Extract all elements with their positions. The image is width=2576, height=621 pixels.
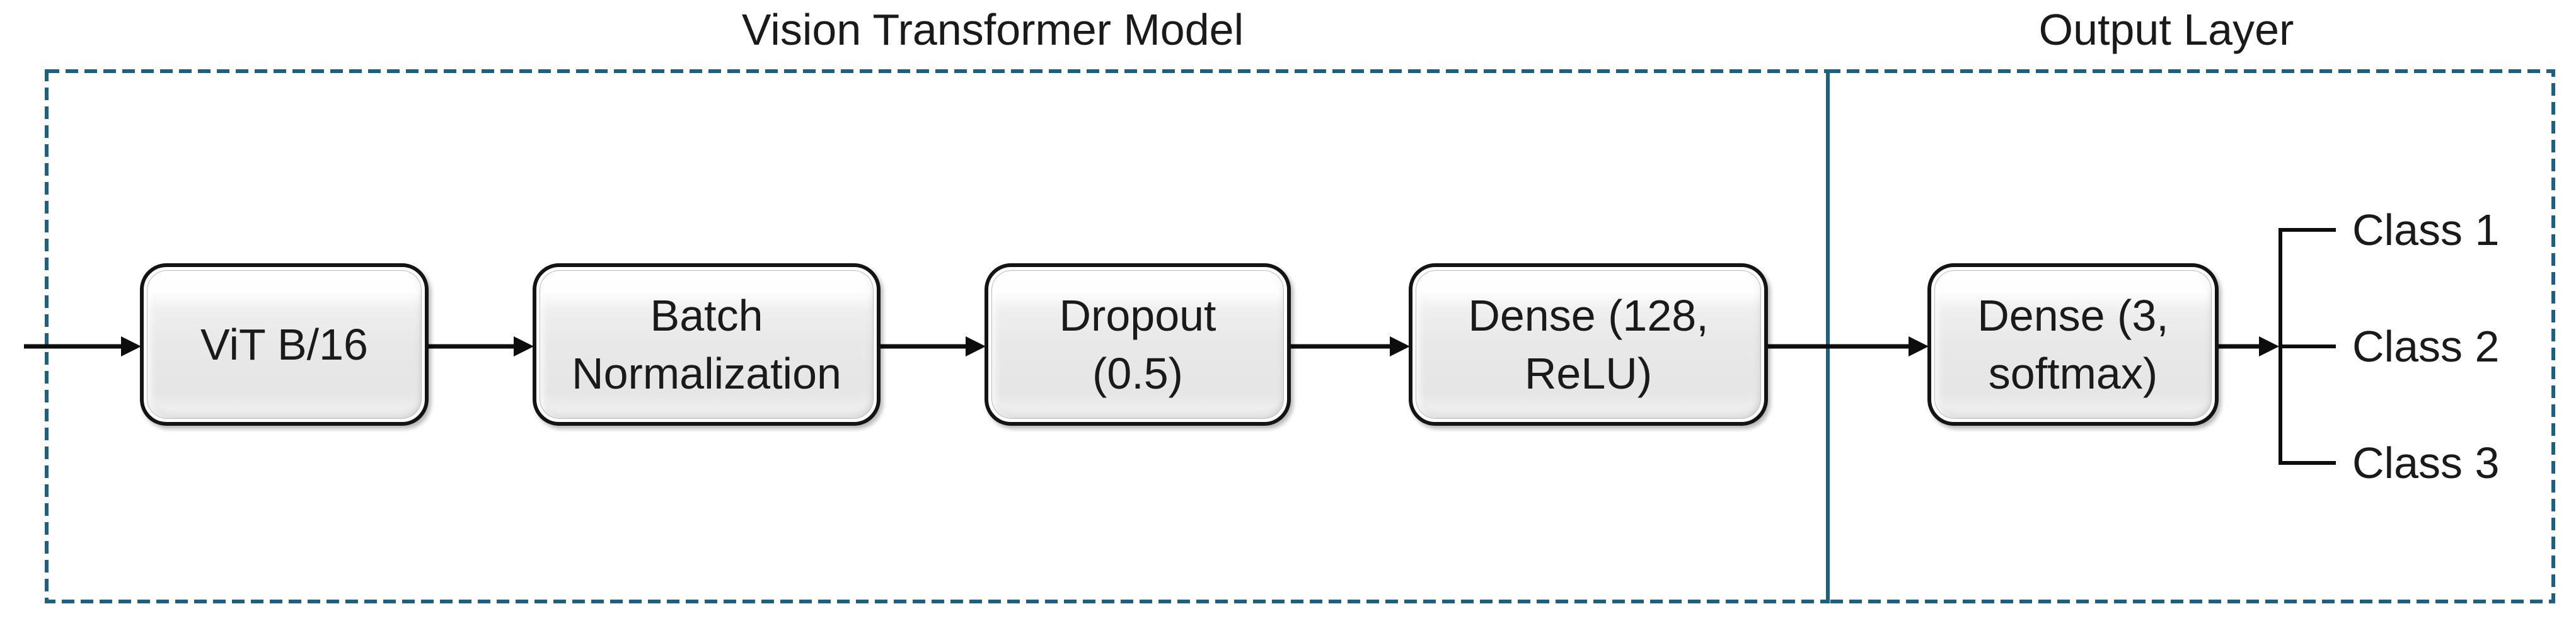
arrow-batchnorm-to-dropout: [881, 336, 986, 356]
arrow-input: [24, 336, 141, 356]
class-label-3: Class 3: [2352, 438, 2500, 487]
vit-group-title: Vision Transformer Model: [741, 5, 1244, 54]
node-vit-b16: ViT B/16: [140, 263, 429, 426]
node-label: Dense (3, softmax): [1977, 291, 2169, 398]
node-dropout-face: Dropout (0.5): [991, 270, 1284, 419]
node-batch-normalization: Batch Normalization: [533, 263, 881, 426]
arrow-dense128-to-dense3: [1768, 336, 1929, 356]
node-vit-b16-face: ViT B/16: [147, 270, 422, 419]
node-dense-3-softmax-face: Dense (3, softmax): [1934, 270, 2212, 419]
class-label-2: Class 2: [2352, 322, 2500, 371]
node-label: Dropout (0.5): [1059, 291, 1216, 398]
node-label: ViT B/16: [200, 320, 368, 369]
node-dense-128-relu-face: Dense (128, ReLU): [1416, 270, 1761, 419]
node-dense-3-softmax: Dense (3, softmax): [1927, 263, 2219, 426]
arrow-dense3-to-classes: [2219, 336, 2279, 356]
node-label: Batch Normalization: [572, 291, 841, 398]
output-group-border: [1826, 69, 2555, 603]
class-bracket: [2279, 228, 2336, 465]
node-dense-128-relu: Dense (128, ReLU): [1409, 263, 1768, 426]
arrow-vit-to-batchnorm: [429, 336, 534, 356]
node-label: Dense (128, ReLU): [1468, 291, 1709, 398]
output-group-title: Output Layer: [2038, 5, 2294, 54]
arrow-dropout-to-dense128: [1291, 336, 1410, 356]
node-dropout: Dropout (0.5): [985, 263, 1291, 426]
class-label-1: Class 1: [2352, 205, 2500, 254]
node-batch-normalization-face: Batch Normalization: [540, 270, 874, 419]
vit-group-border: [45, 69, 1830, 603]
